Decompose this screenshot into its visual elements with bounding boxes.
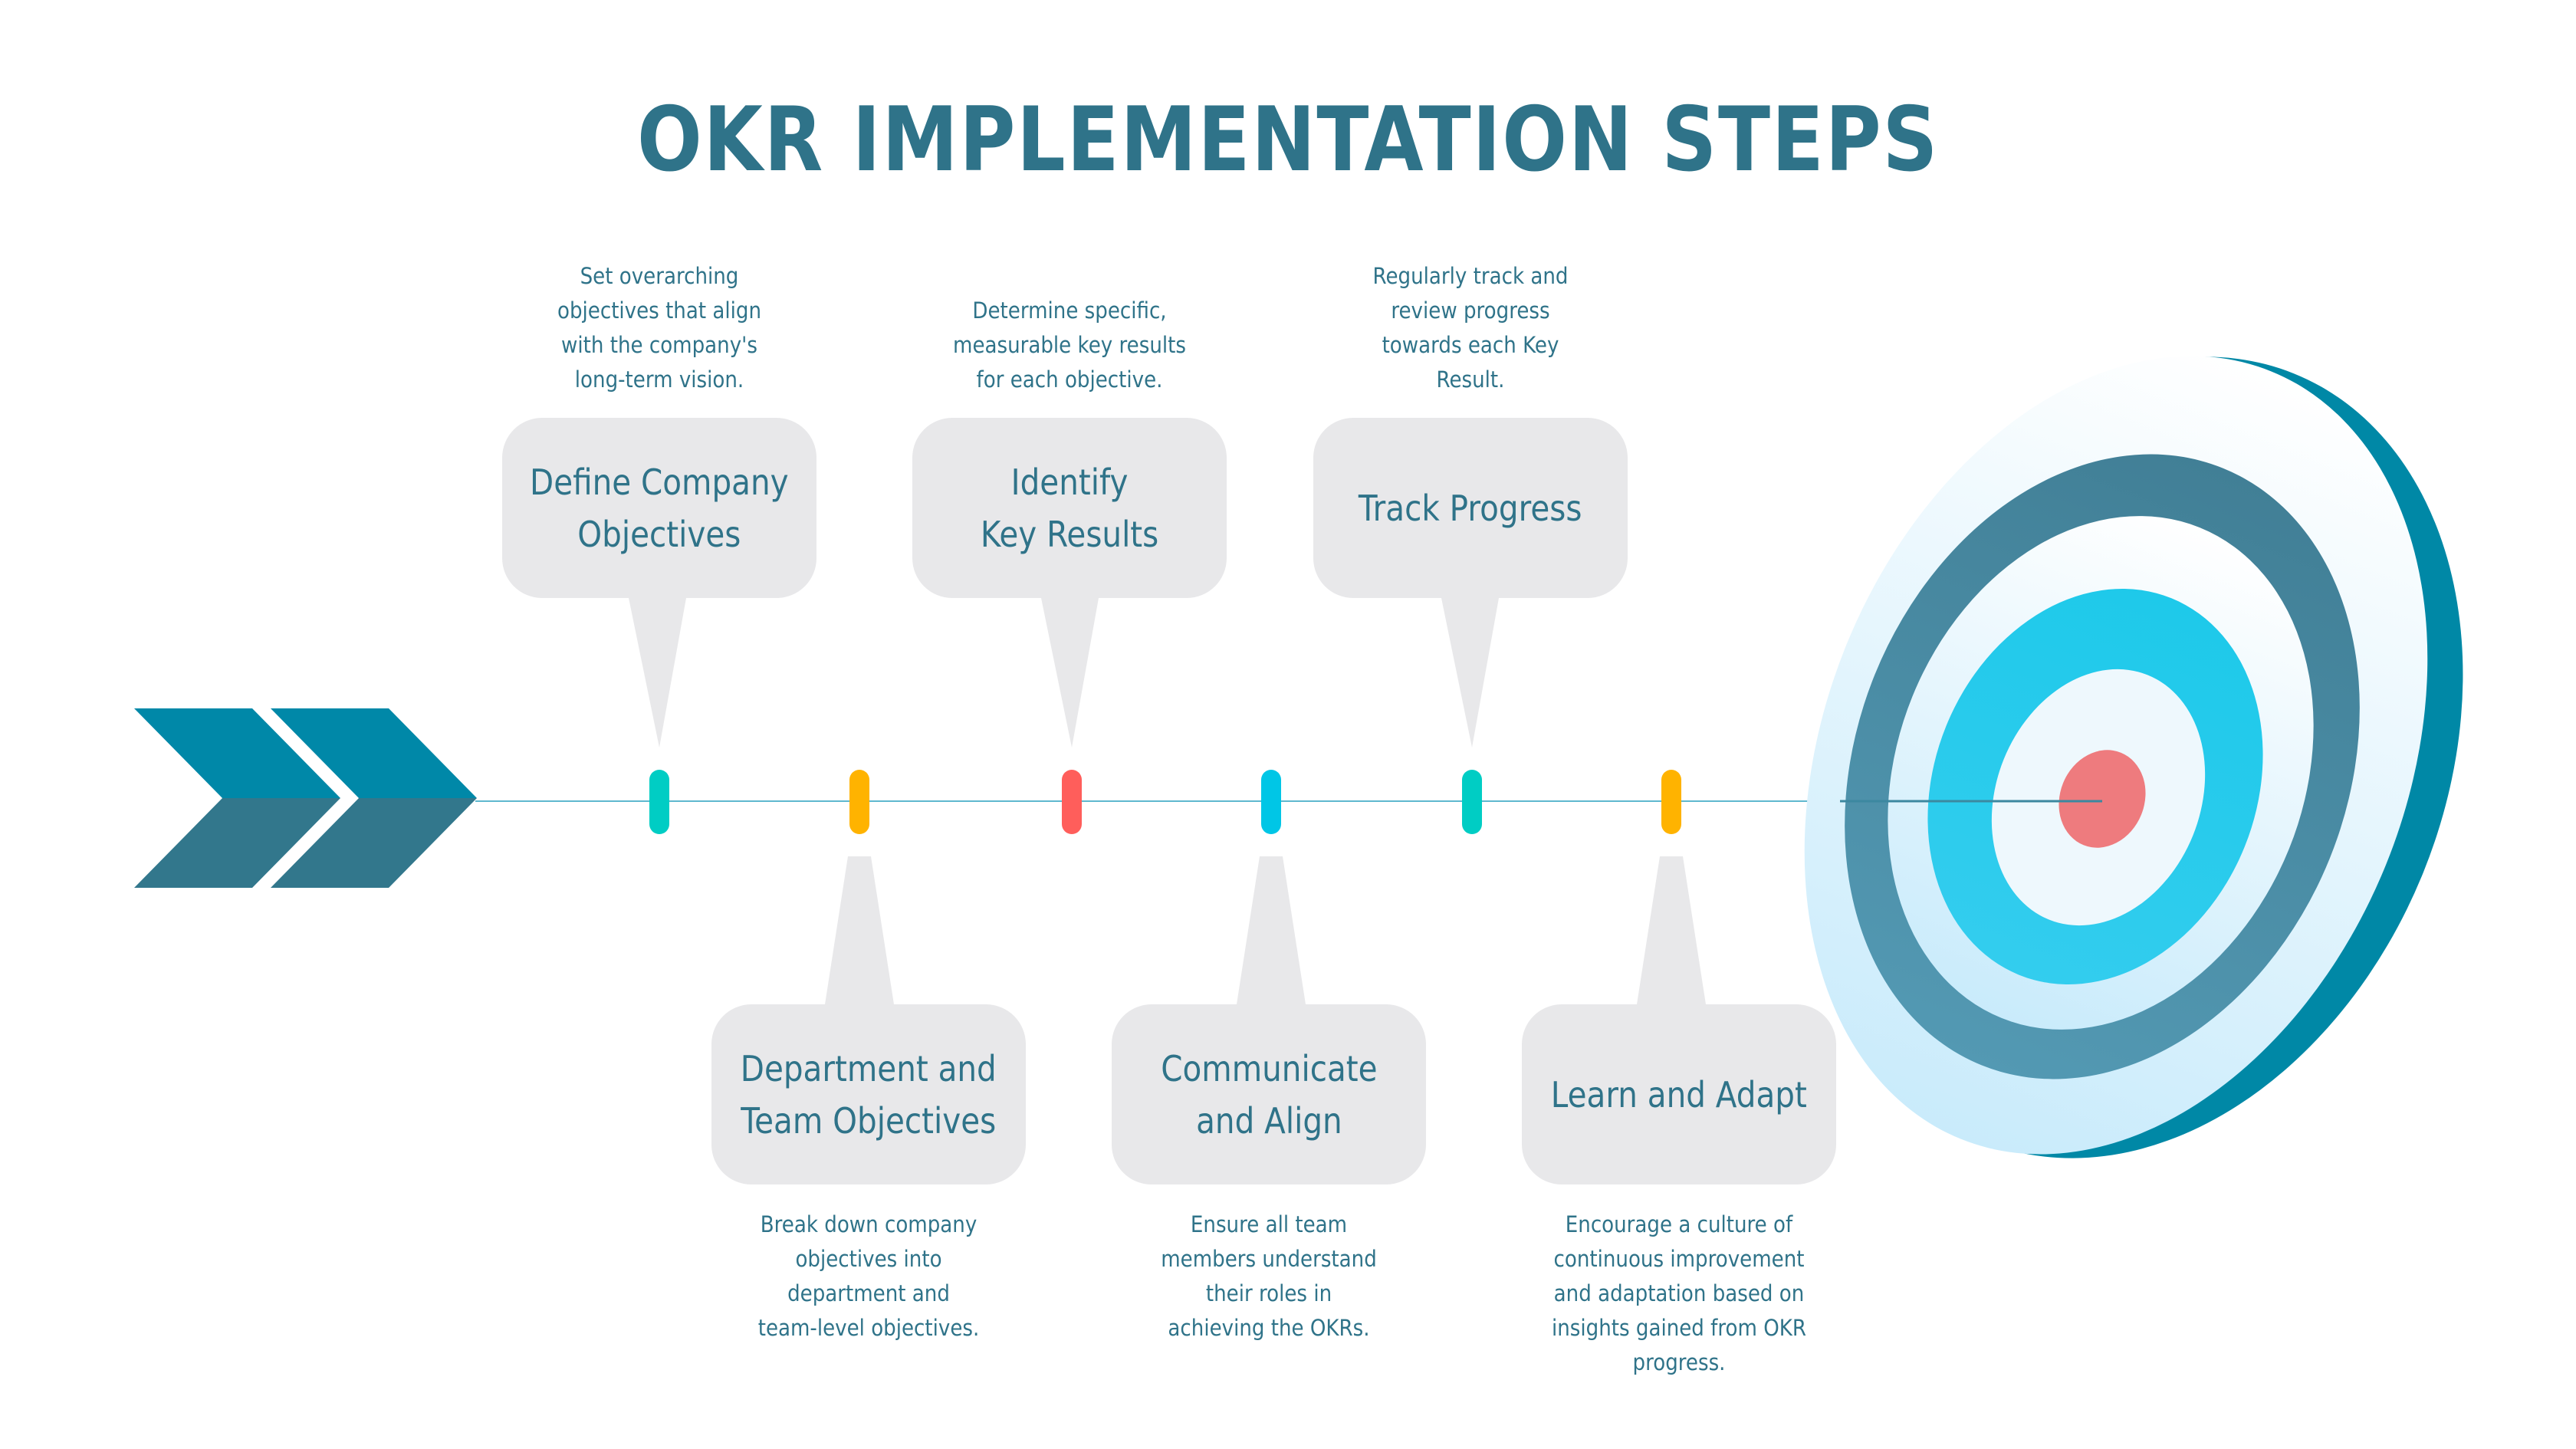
callout-pointer [1441, 598, 1499, 748]
step-label: Department and Team Objectives [741, 1047, 997, 1142]
callout-pointer [825, 856, 894, 1004]
callout-pointer [629, 598, 686, 748]
chevron-2-bottom [271, 798, 477, 888]
double-chevron-arrow-icon [134, 708, 477, 888]
step-marker [1462, 770, 1482, 834]
step-box: Communicate and Align [1112, 1004, 1426, 1184]
step-marker [1062, 770, 1082, 834]
step-box: Department and Team Objectives [711, 1004, 1026, 1184]
step-box: Identify Key Results [912, 418, 1227, 598]
step-description: Determine specific, measurable key resul… [953, 297, 1186, 393]
step-label: Identify Key Results [980, 461, 1159, 555]
callout-pointer [1637, 856, 1706, 1004]
step-box: Learn and Adapt [1522, 1004, 1836, 1184]
callout-pointer [1237, 856, 1306, 1004]
chevron-1-bottom [134, 798, 340, 888]
chevron-1-top [134, 708, 340, 798]
step-description: Set overarching objectives that align wi… [557, 263, 761, 393]
callout-pointer [1041, 598, 1099, 748]
step-description: Ensure all team members understand their… [1161, 1211, 1377, 1341]
step-label: Define Company Objectives [530, 461, 789, 555]
step-description: Regularly track and review progress towa… [1372, 263, 1569, 393]
step-box: Define Company Objectives [502, 418, 816, 598]
step-label: Communicate and Align [1160, 1047, 1378, 1142]
step-label: Track Progress [1359, 487, 1582, 529]
chevron-2-top [271, 708, 477, 798]
callout-pointers [629, 598, 1706, 1004]
page-title: OKR IMPLEMENTATION STEPS [636, 88, 1940, 192]
step-marker [1661, 770, 1681, 834]
step-description: Encourage a culture of continuous improv… [1552, 1211, 1806, 1375]
step-description: Break down company objectives into depar… [757, 1211, 980, 1341]
step-marker [649, 770, 669, 834]
step-label: Learn and Adapt [1550, 1073, 1808, 1116]
step-marker [849, 770, 869, 834]
target-bullseye [2058, 750, 2146, 848]
step-box: Track Progress [1313, 418, 1628, 598]
target-bullseye-icon [1804, 356, 2463, 1158]
step-marker [1261, 770, 1281, 834]
